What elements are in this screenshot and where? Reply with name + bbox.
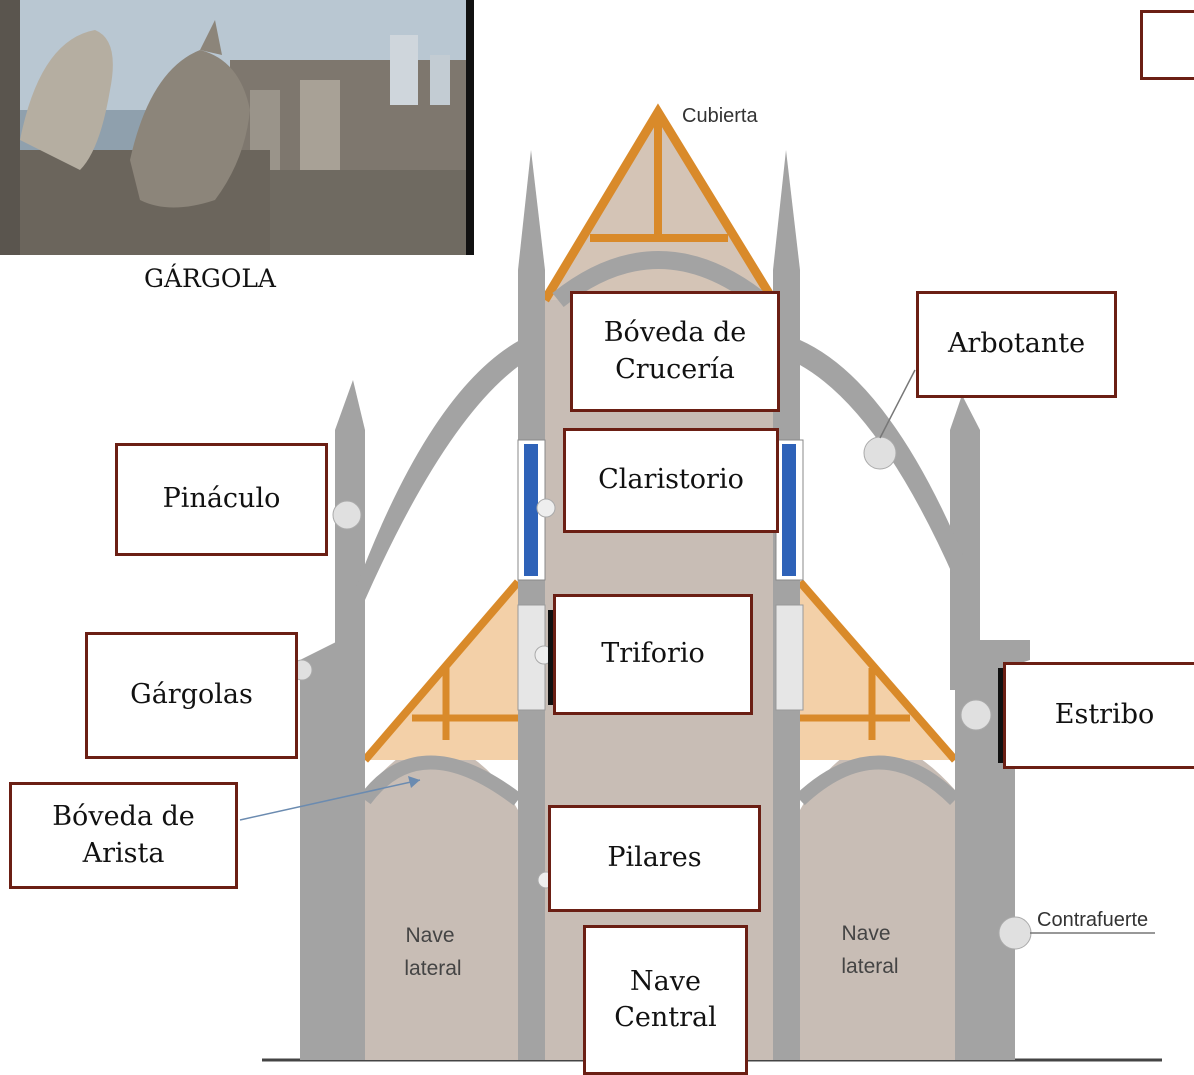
gargoyles-box: Gárgolas — [85, 632, 298, 759]
central-nave-box: Nave Central — [583, 925, 748, 1075]
groin-vault-box: Bóveda de Arista — [9, 782, 238, 889]
gargoyle-photo — [0, 0, 474, 255]
pillars-box: Pilares — [548, 805, 761, 912]
clerestory-box: Claristorio — [563, 428, 779, 533]
buttress-sketch-label: Contrafuerte — [1037, 909, 1148, 931]
pinnacle-box: Pináculo — [115, 443, 328, 556]
triforium-box: Triforio — [553, 594, 753, 715]
left-aisle-label-line1: Nave — [405, 924, 454, 947]
roof-label: Cubierta — [682, 105, 758, 127]
flying-buttress-box: Arbotante — [916, 291, 1117, 398]
left-aisle-label-line2: lateral — [404, 957, 461, 980]
buttress-box: Estribo — [1003, 662, 1194, 769]
rib-vault-box: Bóveda de Crucería — [570, 291, 780, 412]
right-aisle-label-line1: Nave — [841, 922, 890, 945]
photo-caption: GÁRGOLA — [144, 264, 276, 293]
right-aisle-label-line2: lateral — [841, 955, 898, 978]
top-right-box — [1140, 10, 1194, 80]
